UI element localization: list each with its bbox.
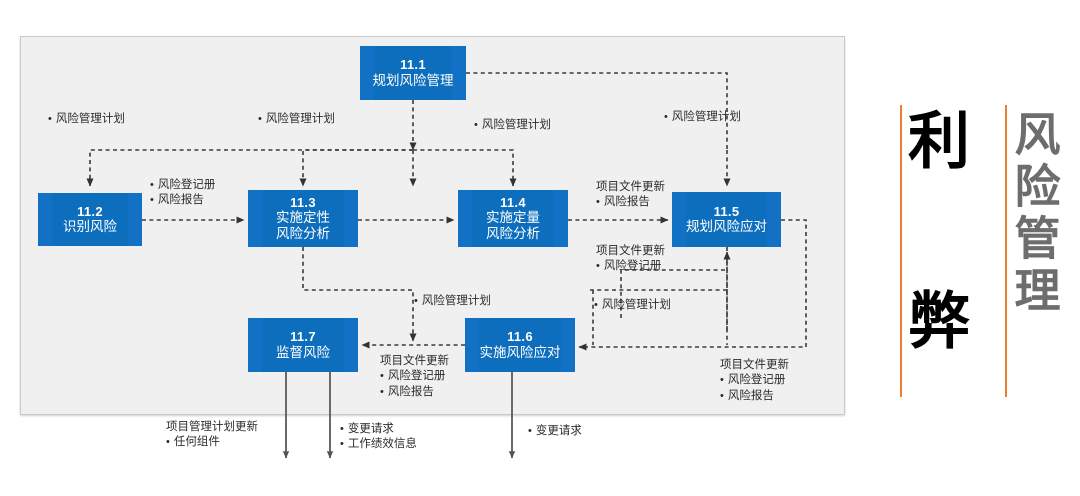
box-inner-fill: [262, 318, 344, 372]
box-text: 11.4 实施定量 风险分析: [465, 195, 561, 242]
output-label-change-request: 变更请求: [528, 424, 582, 439]
flow-label-risk-mgmt-plan-6: 风险管理计划: [594, 298, 671, 313]
box-inner-fill: [479, 318, 561, 372]
box-inner-fill: [686, 192, 767, 247]
process-box-11-7[interactable]: 11.7 监督风险: [248, 318, 358, 372]
box-number: 11.4: [500, 194, 526, 210]
box-number: 11.2: [77, 203, 103, 219]
flow-label-risk-mgmt-plan-4: 风险管理计划: [664, 110, 741, 125]
box-number: 11.6: [507, 329, 533, 345]
box-number: 11.3: [290, 194, 316, 210]
box-number: 11.1: [400, 57, 426, 73]
flow-label-doc-update-center: 项目文件更新 风险登记册 风险报告: [380, 354, 449, 400]
output-label-pm-plan-update: 项目管理计划更新 任何组件: [166, 420, 258, 451]
flow-label-risk-mgmt-plan-1: 风险管理计划: [48, 112, 125, 127]
process-box-11-1[interactable]: 11.1 规划风险管理: [360, 46, 466, 100]
box-text: 11.2 识别风险: [45, 204, 135, 235]
box-text: 11.6 实施风险应对: [472, 329, 568, 360]
box-label: 识别风险: [63, 219, 117, 235]
process-box-11-5[interactable]: 11.5 规划风险应对: [672, 192, 781, 247]
flow-label-doc-update-register: 项目文件更新 风险登记册: [596, 244, 665, 275]
box-inner-fill: [472, 190, 554, 247]
box-label: 监督风险: [276, 344, 330, 360]
box-text: 11.1 规划风险管理: [367, 57, 459, 88]
flow-label-risk-mgmt-plan-5: 风险管理计划: [414, 294, 491, 309]
box-label: 实施定量 风险分析: [486, 210, 540, 242]
flow-label-risk-mgmt-plan-3: 风险管理计划: [474, 118, 551, 133]
box-label: 实施定性 风险分析: [276, 210, 330, 242]
flow-label-doc-update-right: 项目文件更新 风险登记册 风险报告: [720, 358, 789, 404]
box-inner-fill: [262, 190, 344, 247]
box-number: 11.5: [713, 203, 740, 219]
process-box-11-2[interactable]: 11.2 识别风险: [38, 193, 142, 246]
box-label: 规划风险应对: [686, 219, 767, 235]
process-box-11-6[interactable]: 11.6 实施风险应对: [465, 318, 575, 372]
box-text: 11.3 实施定性 风险分析: [255, 195, 351, 242]
flow-label-risk-mgmt-plan-2: 风险管理计划: [258, 112, 335, 127]
flow-label-doc-update-report: 项目文件更新 风险报告: [596, 180, 665, 211]
process-box-11-3[interactable]: 11.3 实施定性 风险分析: [248, 190, 358, 247]
box-inner-fill: [374, 46, 452, 100]
title-panel: 利 弊 风险管理: [890, 100, 1070, 400]
process-box-11-4[interactable]: 11.4 实施定量 风险分析: [458, 190, 568, 247]
box-text: 11.7 监督风险: [255, 329, 351, 360]
box-inner-fill: [52, 193, 128, 246]
box-label: 规划风险管理: [372, 72, 454, 88]
box-text: 11.5 规划风险应对: [679, 204, 774, 235]
box-number: 11.7: [290, 329, 316, 345]
panel-rule-right: [1005, 105, 1007, 397]
output-label-change-request-perf: 变更请求 工作绩效信息: [340, 422, 417, 453]
panel-char-li: 利: [897, 108, 970, 170]
panel-rule-left: [900, 105, 902, 397]
panel-title-risk-management: 风险管理: [1007, 110, 1062, 318]
flow-label-risk-register-report: 风险登记册 风险报告: [150, 178, 216, 209]
box-label: 实施风险应对: [479, 344, 561, 360]
panel-char-bi: 弊: [897, 288, 970, 350]
